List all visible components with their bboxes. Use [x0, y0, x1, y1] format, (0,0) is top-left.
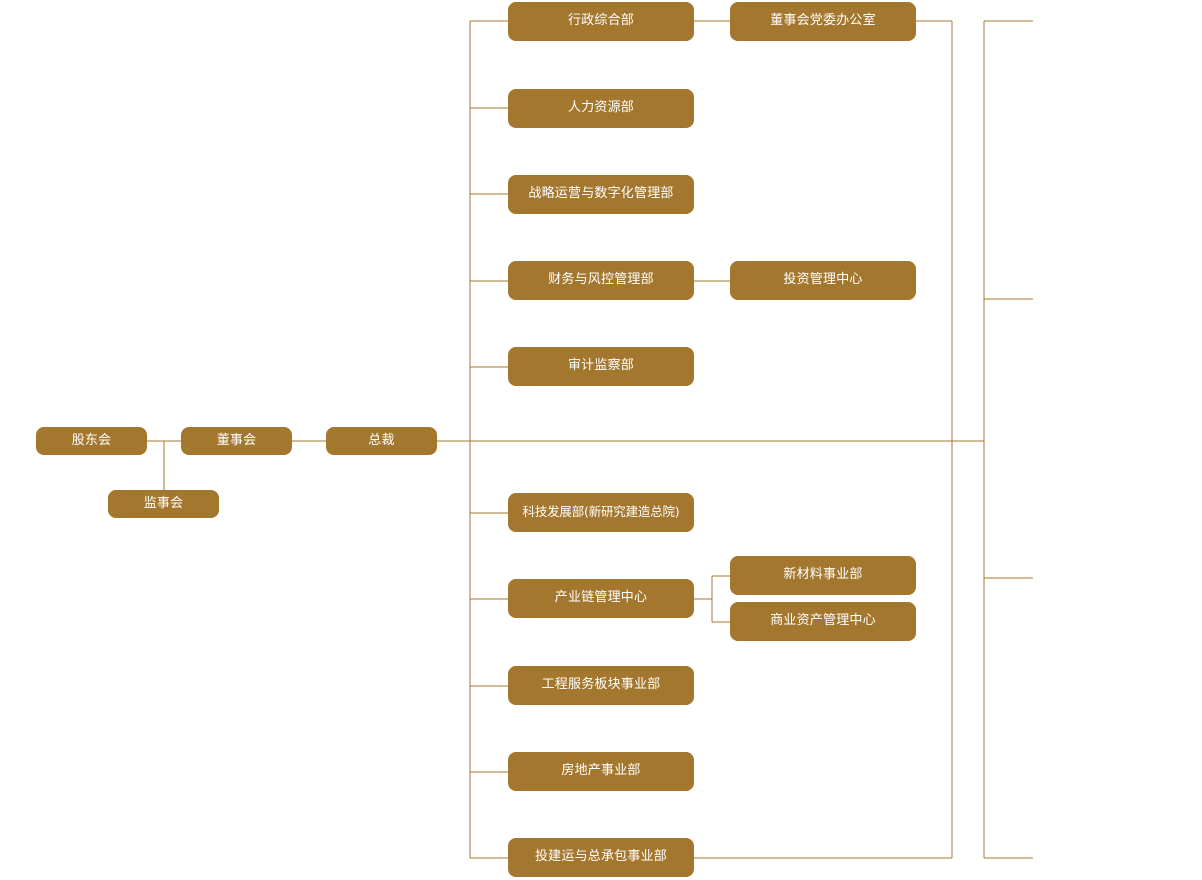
- node-admin[interactable]: 行政综合部: [508, 2, 694, 41]
- node-strategy[interactable]: 战略运营与数字化管理部: [508, 175, 694, 214]
- node-label: 审计监察部: [567, 358, 634, 374]
- node-label: 科技发展部(新研究建造总院): [522, 504, 680, 520]
- node-invest-build-contract[interactable]: 投建运与总承包事业部: [508, 838, 694, 877]
- node-label: 战略运营与数字化管理部: [528, 186, 674, 202]
- node-label: 工程服务板块事业部: [541, 677, 661, 693]
- node-label: 行政综合部: [567, 13, 634, 29]
- node-finance[interactable]: 财务与风控管理部: [508, 261, 694, 300]
- node-label: 房地产事业部: [561, 763, 641, 779]
- node-label: 产业链管理中心: [554, 590, 648, 606]
- node-supervisors[interactable]: 监事会: [108, 490, 219, 518]
- node-real-estate[interactable]: 房地产事业部: [508, 752, 694, 791]
- node-audit[interactable]: 审计监察部: [508, 347, 694, 386]
- node-hr[interactable]: 人力资源部: [508, 89, 694, 128]
- node-shareholders[interactable]: 股东会: [36, 427, 147, 455]
- node-label: 新材料事业部: [783, 567, 863, 583]
- node-label: 监事会: [143, 495, 184, 511]
- node-label: 商业资产管理中心: [770, 613, 876, 629]
- node-label: 董事会党委办公室: [770, 13, 876, 29]
- node-tech-development[interactable]: 科技发展部(新研究建造总院): [508, 493, 694, 532]
- node-party-office[interactable]: 董事会党委办公室: [730, 2, 916, 41]
- node-new-materials[interactable]: 新材料事业部: [730, 556, 916, 595]
- node-label: 财务与风控管理部: [548, 272, 654, 288]
- node-supply-chain[interactable]: 产业链管理中心: [508, 579, 694, 618]
- node-label: 董事会: [216, 432, 257, 448]
- node-label: 股东会: [71, 432, 112, 448]
- node-label: 总裁: [368, 432, 395, 448]
- node-label: 人力资源部: [567, 100, 634, 116]
- node-president[interactable]: 总裁: [326, 427, 437, 455]
- node-investment[interactable]: 投资管理中心: [730, 261, 916, 300]
- node-label: 投资管理中心: [783, 272, 863, 288]
- node-board[interactable]: 董事会: [181, 427, 292, 455]
- node-commercial-assets[interactable]: 商业资产管理中心: [730, 602, 916, 641]
- node-engineering-services[interactable]: 工程服务板块事业部: [508, 666, 694, 705]
- node-label: 投建运与总承包事业部: [534, 849, 667, 865]
